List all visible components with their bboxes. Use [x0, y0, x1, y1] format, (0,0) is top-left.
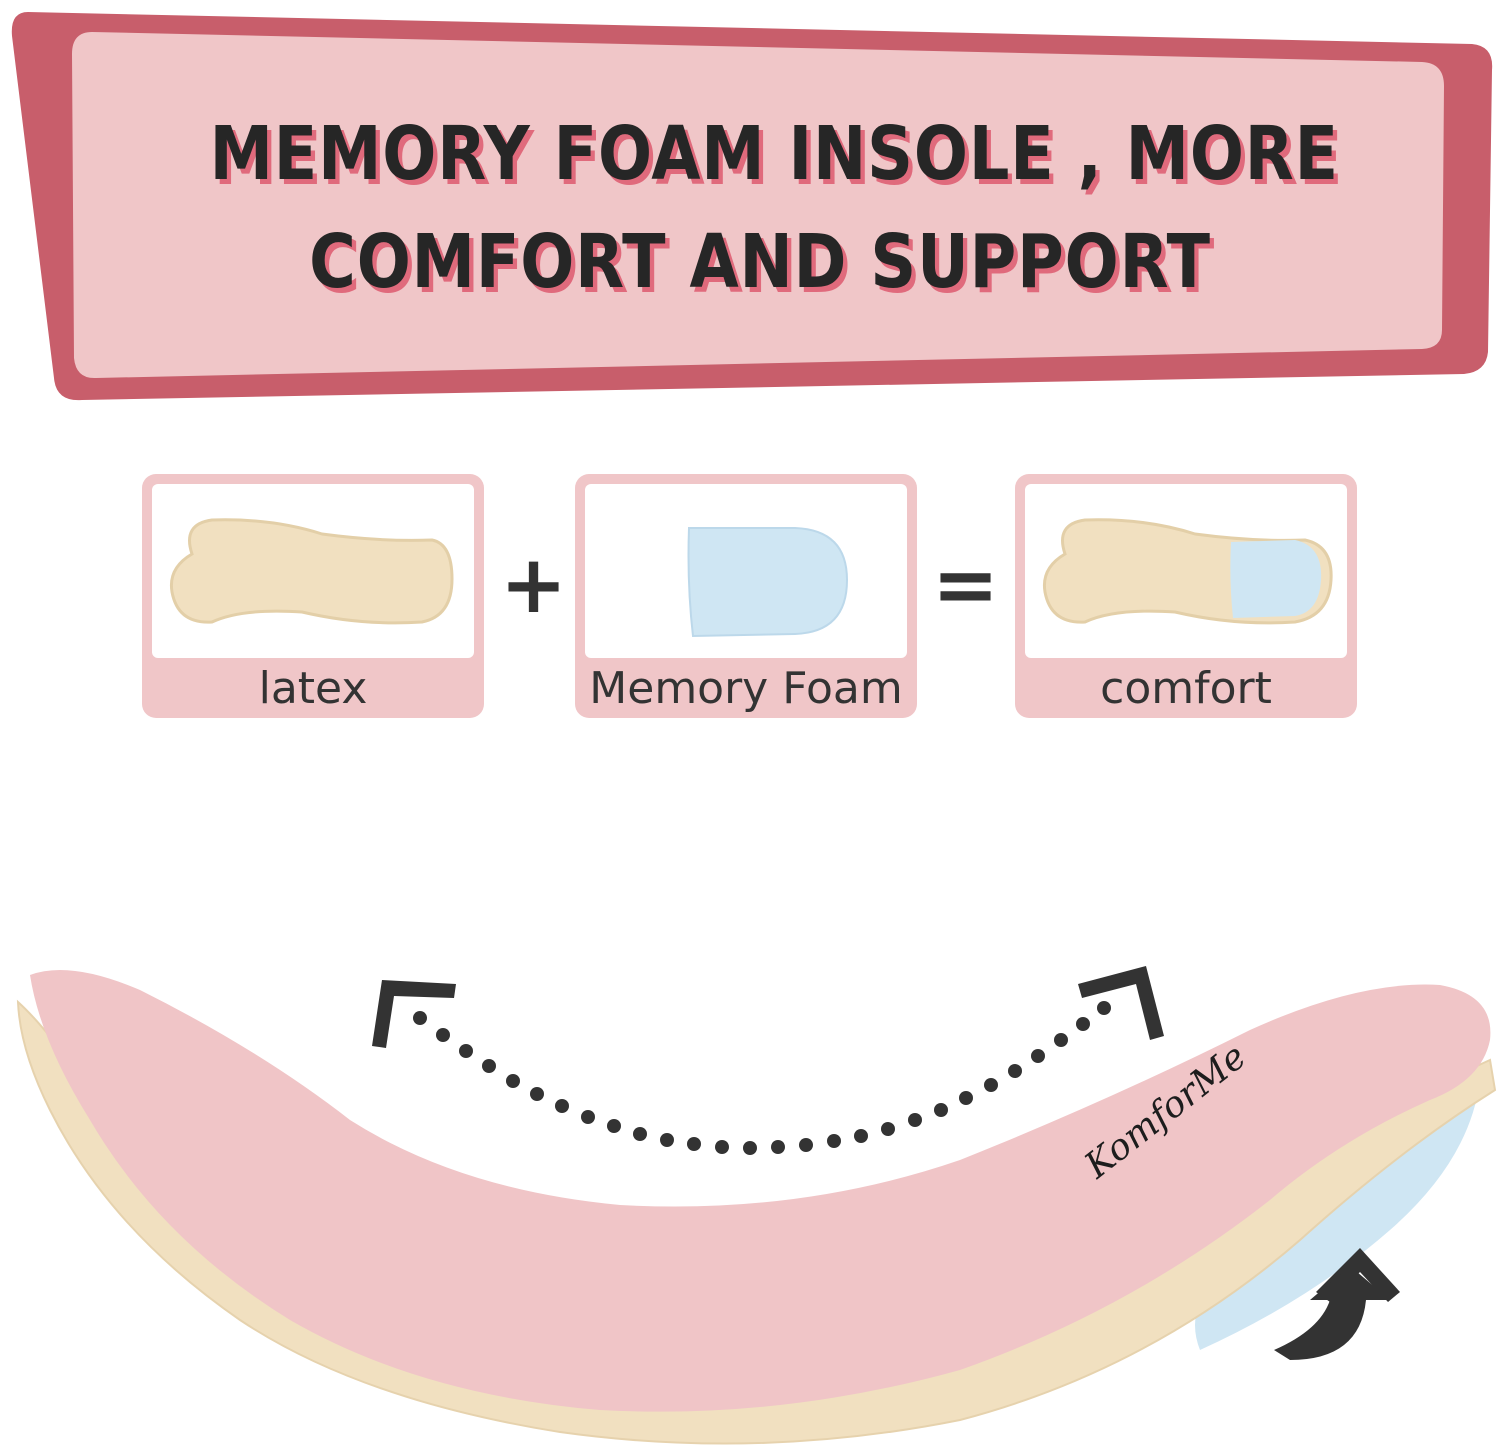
headline-line-2: COMFORT AND SUPPORT: [309, 219, 1211, 305]
panel-comfort-label: comfort: [1100, 663, 1272, 714]
panel-comfort-image: [1025, 484, 1347, 658]
panel-comfort: comfort: [1015, 474, 1357, 718]
plus-operator: +: [500, 538, 568, 631]
panel-memory-foam-label: Memory Foam: [589, 663, 903, 714]
panel-latex-image: [152, 484, 474, 658]
panel-memory-foam: Memory Foam: [575, 474, 917, 718]
panel-latex-label: latex: [258, 663, 368, 714]
headline: MEMORY FOAM INSOLE , MORE COMFORT AND SU…: [209, 100, 1339, 316]
comfort-foam-icon: [1230, 540, 1322, 618]
equals-operator: =: [932, 538, 1000, 631]
panel-latex: latex: [142, 474, 484, 718]
memory-foam-pad-icon: [687, 527, 849, 638]
latex-insole-icon: [169, 518, 454, 625]
insole-top-surface: [30, 970, 1491, 1412]
panel-memory-foam-image: [585, 484, 907, 658]
headline-banner: [11, 12, 1493, 401]
flex-arrow-icon: [372, 966, 1164, 1155]
rebound-arrow-icon: [1274, 1248, 1400, 1360]
headline-line-1: MEMORY FOAM INSOLE , MORE: [209, 111, 1339, 197]
